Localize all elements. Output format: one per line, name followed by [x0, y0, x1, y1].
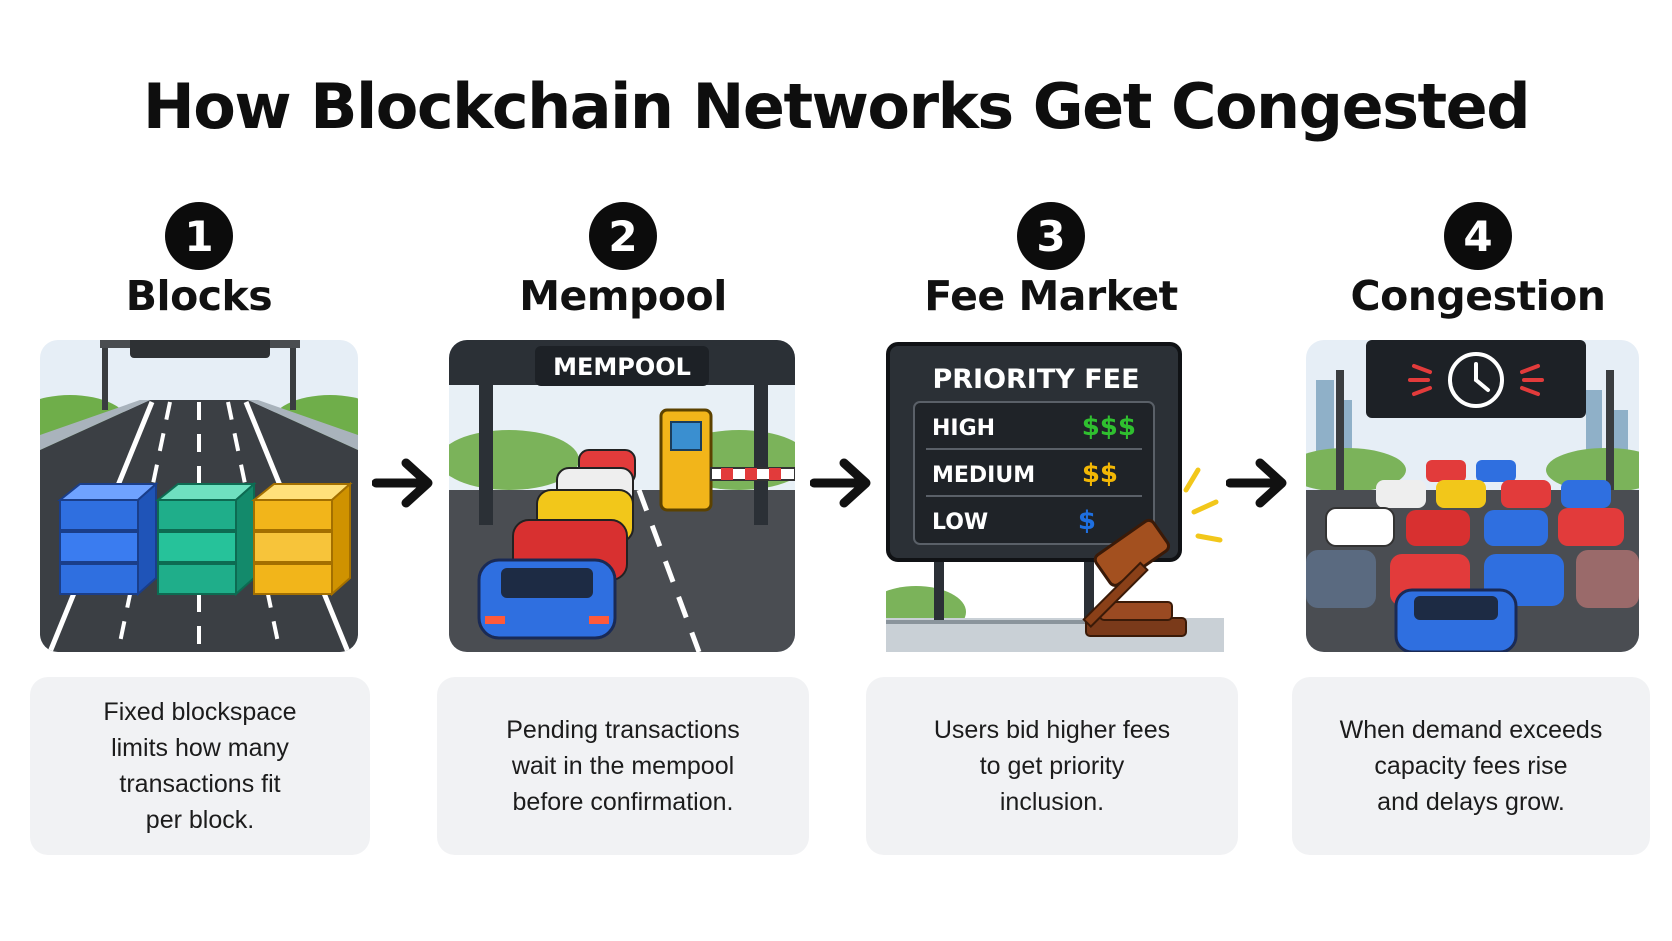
congestion-illustration: [1306, 340, 1639, 652]
step-3-description-card: Users bid higher fees to get priority in…: [866, 677, 1238, 855]
step-2-badge: 2: [589, 202, 657, 270]
traffic-jam: [1306, 460, 1639, 652]
toll-booth-icon: [659, 408, 795, 512]
step-2-title: Mempool: [519, 272, 727, 320]
fee-row-low-label: LOW: [932, 510, 988, 535]
step-2-description-card: Pending transactions wait in the mempool…: [437, 677, 809, 855]
arrow-right-icon: [810, 458, 871, 508]
fee-row-high-symbol: $$$: [1082, 412, 1136, 442]
green-block-icon: [155, 481, 257, 597]
clock-icon: [1408, 352, 1544, 408]
step-1-badge: 1: [165, 202, 233, 270]
car-queue: [477, 449, 636, 640]
arrow-right-icon: [372, 458, 433, 508]
fee-row-medium-label: MEDIUM: [932, 463, 1035, 488]
step-4-description: When demand exceeds capacity fees rise a…: [1339, 716, 1603, 816]
yellow-block-icon: [251, 481, 353, 597]
mempool-sign-label: MEMPOOL: [553, 353, 691, 381]
step-2-description: Pending transactions wait in the mempool…: [506, 716, 740, 816]
step-4-title: Congestion: [1350, 272, 1606, 320]
step-4-description-card: When demand exceeds capacity fees rise a…: [1292, 677, 1650, 855]
fee-row-high-label: HIGH: [932, 416, 995, 441]
blue-block-icon: [57, 481, 159, 597]
mempool-illustration: MEMPOOL: [449, 340, 795, 652]
step-3-description: Users bid higher fees to get priority in…: [933, 716, 1171, 816]
step-1-description-card: Fixed blockspace limits how many transac…: [30, 677, 370, 855]
fee-row-low-symbol: $: [1078, 506, 1096, 536]
page-title: How Blockchain Networks Get Congested: [142, 70, 1531, 143]
step-1-title: Blocks: [125, 272, 273, 320]
fee-market-illustration: PRIORITY FEE HIGH $$$ MEDIUM $$ LOW $: [886, 340, 1224, 652]
fee-row-medium-symbol: $$: [1082, 459, 1118, 489]
gavel-icon: [1082, 467, 1223, 637]
arrow-right-icon: [1226, 458, 1287, 508]
step-3-badge: 3: [1017, 202, 1085, 270]
step-3-title: Fee Market: [924, 272, 1178, 320]
fee-board-header: PRIORITY FEE: [932, 364, 1139, 395]
blocks-illustration: [40, 340, 358, 652]
step-4-badge: 4: [1444, 202, 1512, 270]
step-1-description: Fixed blockspace limits how many transac…: [103, 698, 297, 834]
